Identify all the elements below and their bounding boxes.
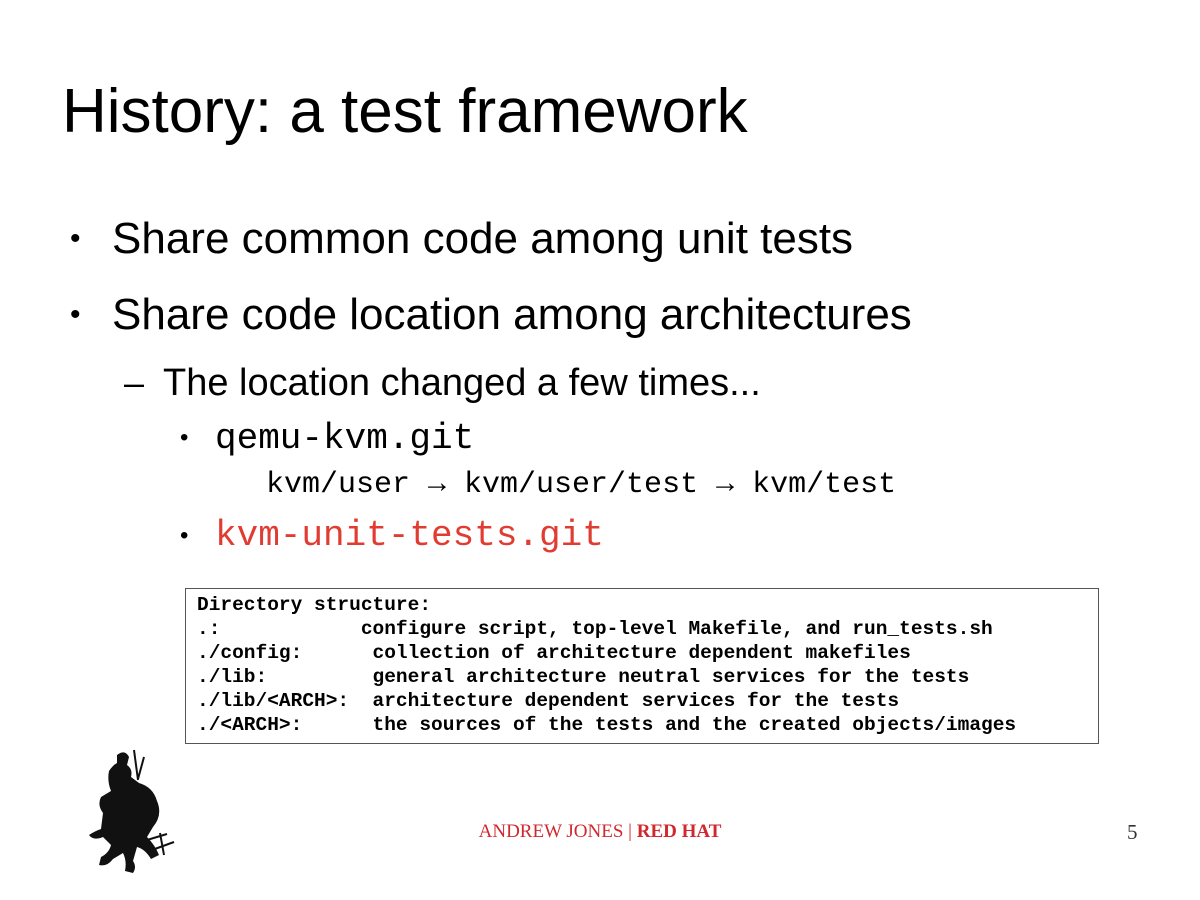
code-line: ./<ARCH>: the sources of the tests and t… [197,714,1017,736]
code-line: .: configure script, top-level Makefile,… [197,618,993,640]
bullet-2: Share code location among architectures [112,290,912,339]
repo-kvm-unit-tests: kvm-unit-tests.git [215,515,604,556]
repo-qemu-kvm: qemu-kvm.git [215,418,475,459]
slide-title: History: a test framework [62,77,748,146]
bullet-icon: • [180,424,189,451]
code-line: ./lib/<ARCH>: architecture dependent ser… [197,690,900,712]
directory-structure-box: Directory structure:.: configure script,… [185,588,1099,744]
dash-icon: – [124,362,145,403]
page-number: 5 [1127,820,1138,844]
code-line: ./lib: general architecture neutral serv… [197,666,970,688]
code-line: Directory structure: [197,594,432,616]
footer-author: ANDREW JONES [478,821,624,842]
bullet-icon: • [70,222,81,255]
footer-separator: | [623,821,637,842]
location-history: kvm/user → kvm/user/test → kvm/test [266,468,897,502]
bullet-icon: • [180,522,189,549]
bullet-icon: • [70,298,81,331]
code-line: ./config: collection of architecture dep… [197,642,911,664]
bullet-1: Share common code among unit tests [112,214,854,263]
footer-company: RED HAT [636,821,722,842]
bucking-horse-logo-icon [89,749,175,873]
sub-bullet: The location changed a few times... [163,362,761,404]
footer: ANDREW JONES | RED HAT [400,820,800,844]
